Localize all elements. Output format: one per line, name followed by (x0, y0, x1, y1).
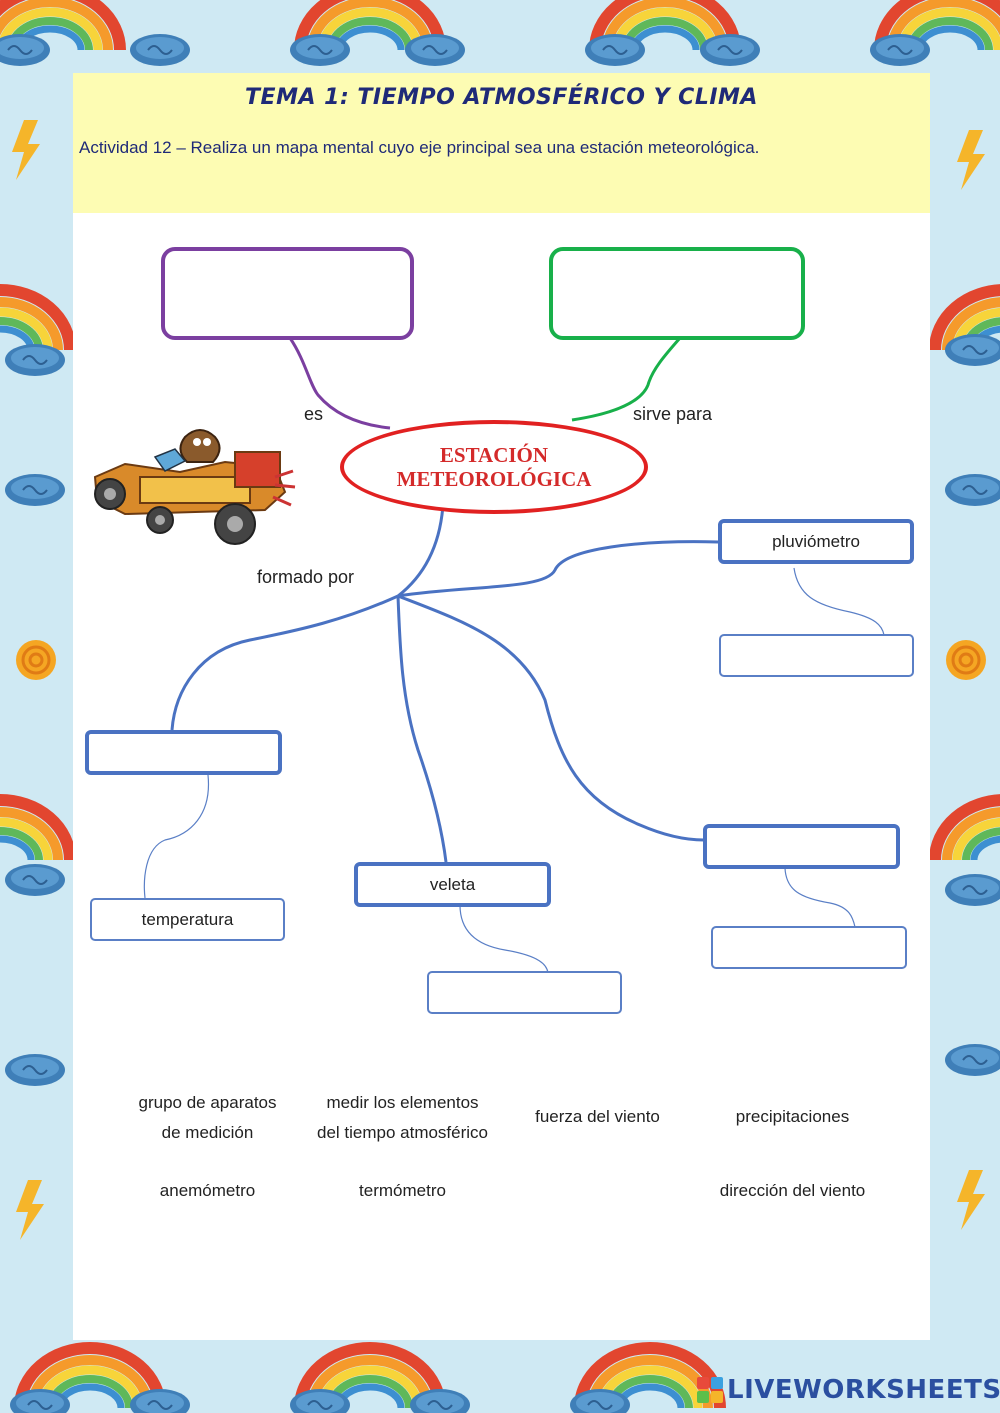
liveworksheets-logo: LIVEWORKSHEETS (697, 1372, 1000, 1408)
instrument-answer-box-left[interactable] (85, 730, 282, 775)
veleta-measure-answer-box[interactable] (427, 971, 622, 1014)
word-bank-item: anemómetro (159, 1181, 256, 1200)
instrument-answer-input-right[interactable] (714, 832, 889, 861)
box-pluviometro: pluviómetro (718, 519, 914, 564)
right-measure-input[interactable] (720, 932, 898, 963)
purpose-answer-input[interactable] (563, 262, 791, 325)
definition-answer-input[interactable] (175, 262, 400, 325)
instrument-answer-input-left[interactable] (96, 738, 271, 767)
word-bank-item: precipitaciones (735, 1107, 850, 1126)
pluviometro-measure-answer-box[interactable] (719, 634, 914, 677)
word-bank-item: fuerza del viento (535, 1107, 660, 1126)
box-temperatura: temperatura (90, 898, 285, 941)
central-node-line1: ESTACIÓN (439, 443, 549, 467)
logo-mark-icon (697, 1377, 723, 1403)
word-bank-item: dirección del viento (719, 1181, 866, 1200)
word-bank-item: medir los elementos del tiempo atmosféri… (300, 1088, 505, 1148)
link-label-formado-por: formado por (257, 567, 355, 587)
box-veleta: veleta (354, 862, 551, 907)
veleta-measure-input[interactable] (436, 977, 613, 1008)
instrument-answer-box-right[interactable] (703, 824, 900, 869)
central-node-line2: METEOROLÓGICA (396, 467, 592, 491)
link-label-sirve-para: sirve para (633, 404, 713, 424)
word-bank-item-line: medir los elementos (326, 1093, 479, 1112)
link-label-es: es (304, 404, 324, 424)
worksheet-title: TEMA 1: TIEMPO ATMOSFÉRICO Y CLIMA (245, 85, 758, 110)
word-bank-item-line: del tiempo atmosférico (316, 1123, 489, 1142)
cartoon-car-illustration (93, 429, 296, 545)
pluviometro-measure-input[interactable] (728, 640, 905, 671)
word-bank-item-line: de medición (161, 1123, 254, 1142)
definition-answer-box[interactable] (161, 247, 414, 340)
word-bank-item: grupo de aparatos de medición (110, 1088, 305, 1148)
word-bank-item: termómetro (359, 1181, 446, 1200)
right-measure-answer-box[interactable] (711, 926, 907, 969)
header-band: TEMA 1: TIEMPO ATMOSFÉRICO Y CLIMA Activ… (73, 73, 930, 213)
purpose-answer-box[interactable] (549, 247, 805, 340)
central-node: ESTACIÓN METEOROLÓGICA (340, 420, 648, 514)
box-temperatura-label: temperatura (141, 909, 234, 929)
word-bank-item-line: grupo de aparatos (138, 1093, 277, 1112)
box-pluviometro-label: pluviómetro (772, 531, 860, 551)
logo-text: LIVEWORKSHEETS (727, 1375, 1000, 1405)
box-veleta-label: veleta (429, 874, 476, 894)
activity-instruction: Actividad 12 – Realiza un mapa mental cu… (79, 138, 760, 157)
